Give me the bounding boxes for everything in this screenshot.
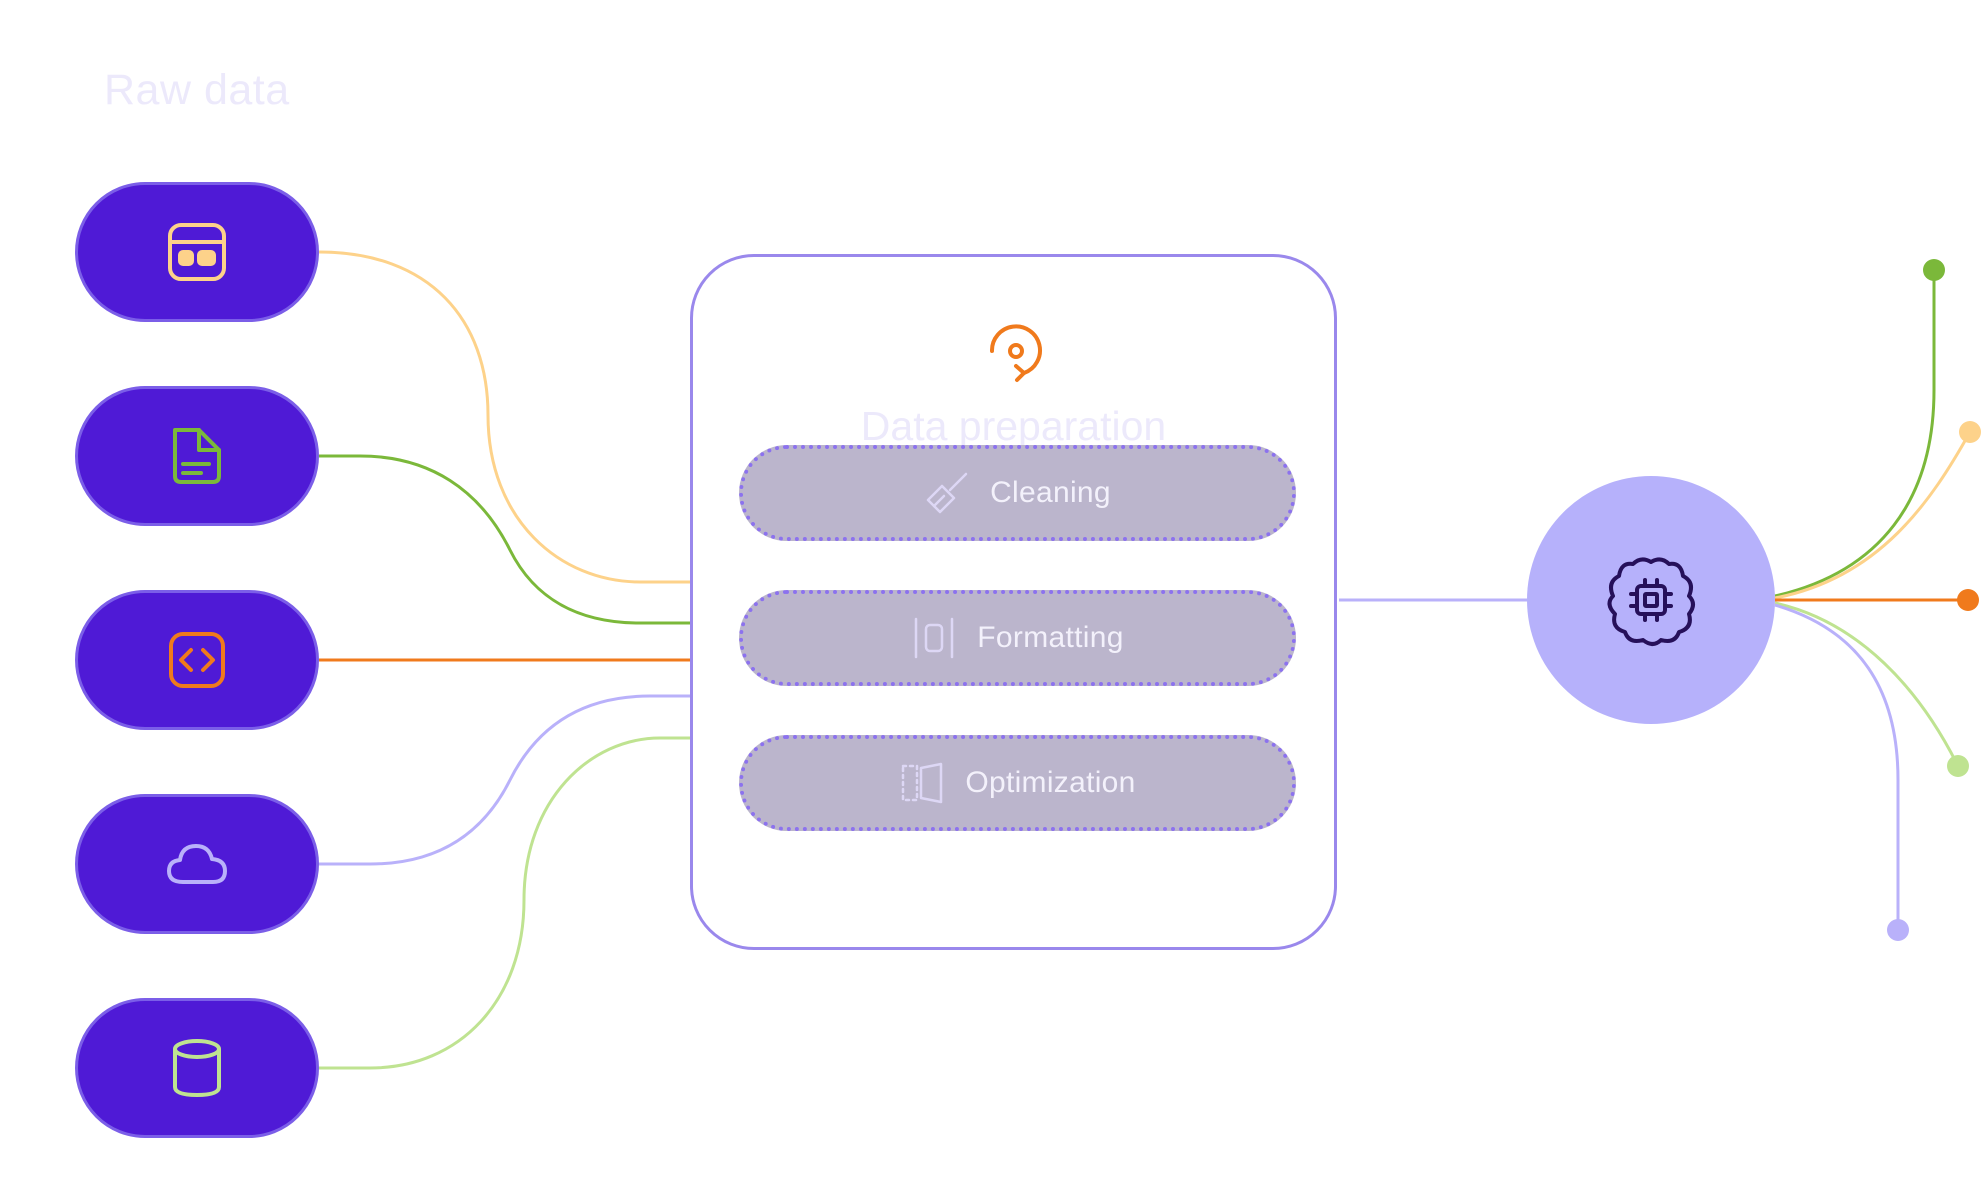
connector-document-to-prep xyxy=(319,454,690,625)
layout-icon xyxy=(168,223,226,281)
optimize-icon xyxy=(899,760,945,806)
database-icon xyxy=(173,1039,221,1097)
output-line-lime xyxy=(1774,601,1960,767)
output-line-yellow xyxy=(1774,431,1972,600)
ai-chip-brain-icon xyxy=(1607,557,1695,646)
output-dot-orange xyxy=(1957,589,1979,611)
source-pill-cloud[interactable] xyxy=(75,794,319,934)
connector-layout-to-prep xyxy=(318,250,690,584)
source-pill-code[interactable] xyxy=(75,590,319,730)
broom-icon xyxy=(924,470,970,516)
source-pill-document[interactable] xyxy=(75,386,319,526)
ai-model-node[interactable] xyxy=(1527,476,1775,724)
output-dot-green xyxy=(1923,259,1945,281)
cloud-icon xyxy=(167,844,227,884)
output-line-green xyxy=(1774,270,1936,598)
output-dot-lavender xyxy=(1887,919,1909,941)
output-dot-yellow xyxy=(1959,421,1981,443)
refresh-target-icon xyxy=(989,324,1042,382)
code-icon xyxy=(169,632,225,688)
step-cleaning[interactable]: Cleaning xyxy=(739,445,1296,541)
data-preparation-title: Data preparation xyxy=(860,403,1167,449)
step-formatting-label: Formatting xyxy=(977,621,1124,654)
document-icon xyxy=(173,428,221,484)
connector-database-to-prep xyxy=(319,736,690,1070)
step-cleaning-label: Cleaning xyxy=(990,476,1111,509)
step-optimization-label: Optimization xyxy=(965,766,1136,799)
connector-cloud-to-prep xyxy=(319,694,690,866)
step-optimization[interactable]: Optimization xyxy=(739,735,1296,831)
format-icon xyxy=(911,615,957,661)
output-dot-lime xyxy=(1947,755,1969,777)
source-pill-layout[interactable] xyxy=(75,182,319,322)
step-formatting[interactable]: Formatting xyxy=(739,590,1296,686)
data-preparation-box: Data preparation Cleaning Formatting xyxy=(690,254,1337,950)
output-line-lavender xyxy=(1774,603,1900,930)
source-pill-database[interactable] xyxy=(75,998,319,1138)
raw-data-title: Raw data xyxy=(104,66,290,114)
